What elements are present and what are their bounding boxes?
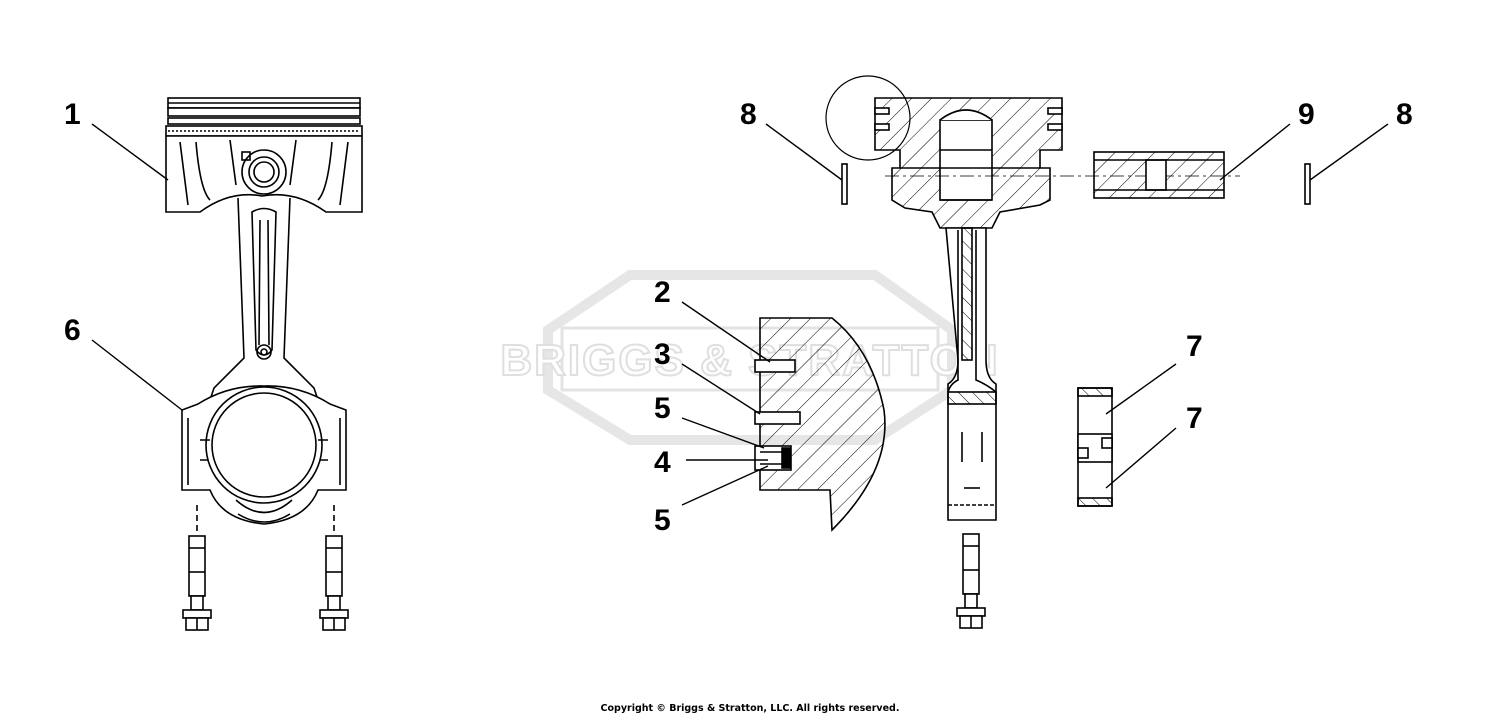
- rod-bolt-left: [182, 505, 212, 631]
- callout-9: 9: [1298, 98, 1315, 131]
- retaining-clip-left: [841, 163, 848, 205]
- watermark-text: BRIGGS & STRATTON: [500, 336, 999, 385]
- callout-5-lower: 5: [654, 504, 671, 537]
- callout-6: 6: [64, 314, 81, 347]
- callout-7-lower: 7: [1186, 402, 1203, 435]
- callout-5-upper: 5: [654, 392, 671, 425]
- callout-7-upper: 7: [1186, 330, 1203, 363]
- callout-2: 2: [654, 276, 671, 309]
- piston-rod-assembly-view: [165, 97, 363, 631]
- brand-watermark: BRIGGS & STRATTON: [499, 270, 999, 445]
- callout-8-left: 8: [740, 98, 757, 131]
- callout-3: 3: [654, 338, 671, 371]
- piston: [165, 97, 363, 213]
- section-bolt: [956, 533, 986, 629]
- ring-groove-detail: [754, 317, 886, 532]
- wrist-pin: [1093, 151, 1225, 199]
- connecting-rod: [181, 197, 347, 525]
- rod-bearing: [1077, 387, 1113, 507]
- callout-8-right: 8: [1396, 98, 1413, 131]
- callout-4: 4: [654, 446, 671, 479]
- callout-1: 1: [64, 98, 81, 131]
- retaining-clip-right: [1304, 163, 1311, 205]
- piston-section-view: [754, 75, 1311, 629]
- leader-lines: [91, 123, 1389, 506]
- rod-bolt-right: [319, 505, 349, 631]
- copyright-notice: Copyright © Briggs & Stratton, LLC. All …: [600, 703, 900, 714]
- callout-labels: 1 6 8 9 8 2 3 5 4 5 7 7: [64, 98, 1413, 537]
